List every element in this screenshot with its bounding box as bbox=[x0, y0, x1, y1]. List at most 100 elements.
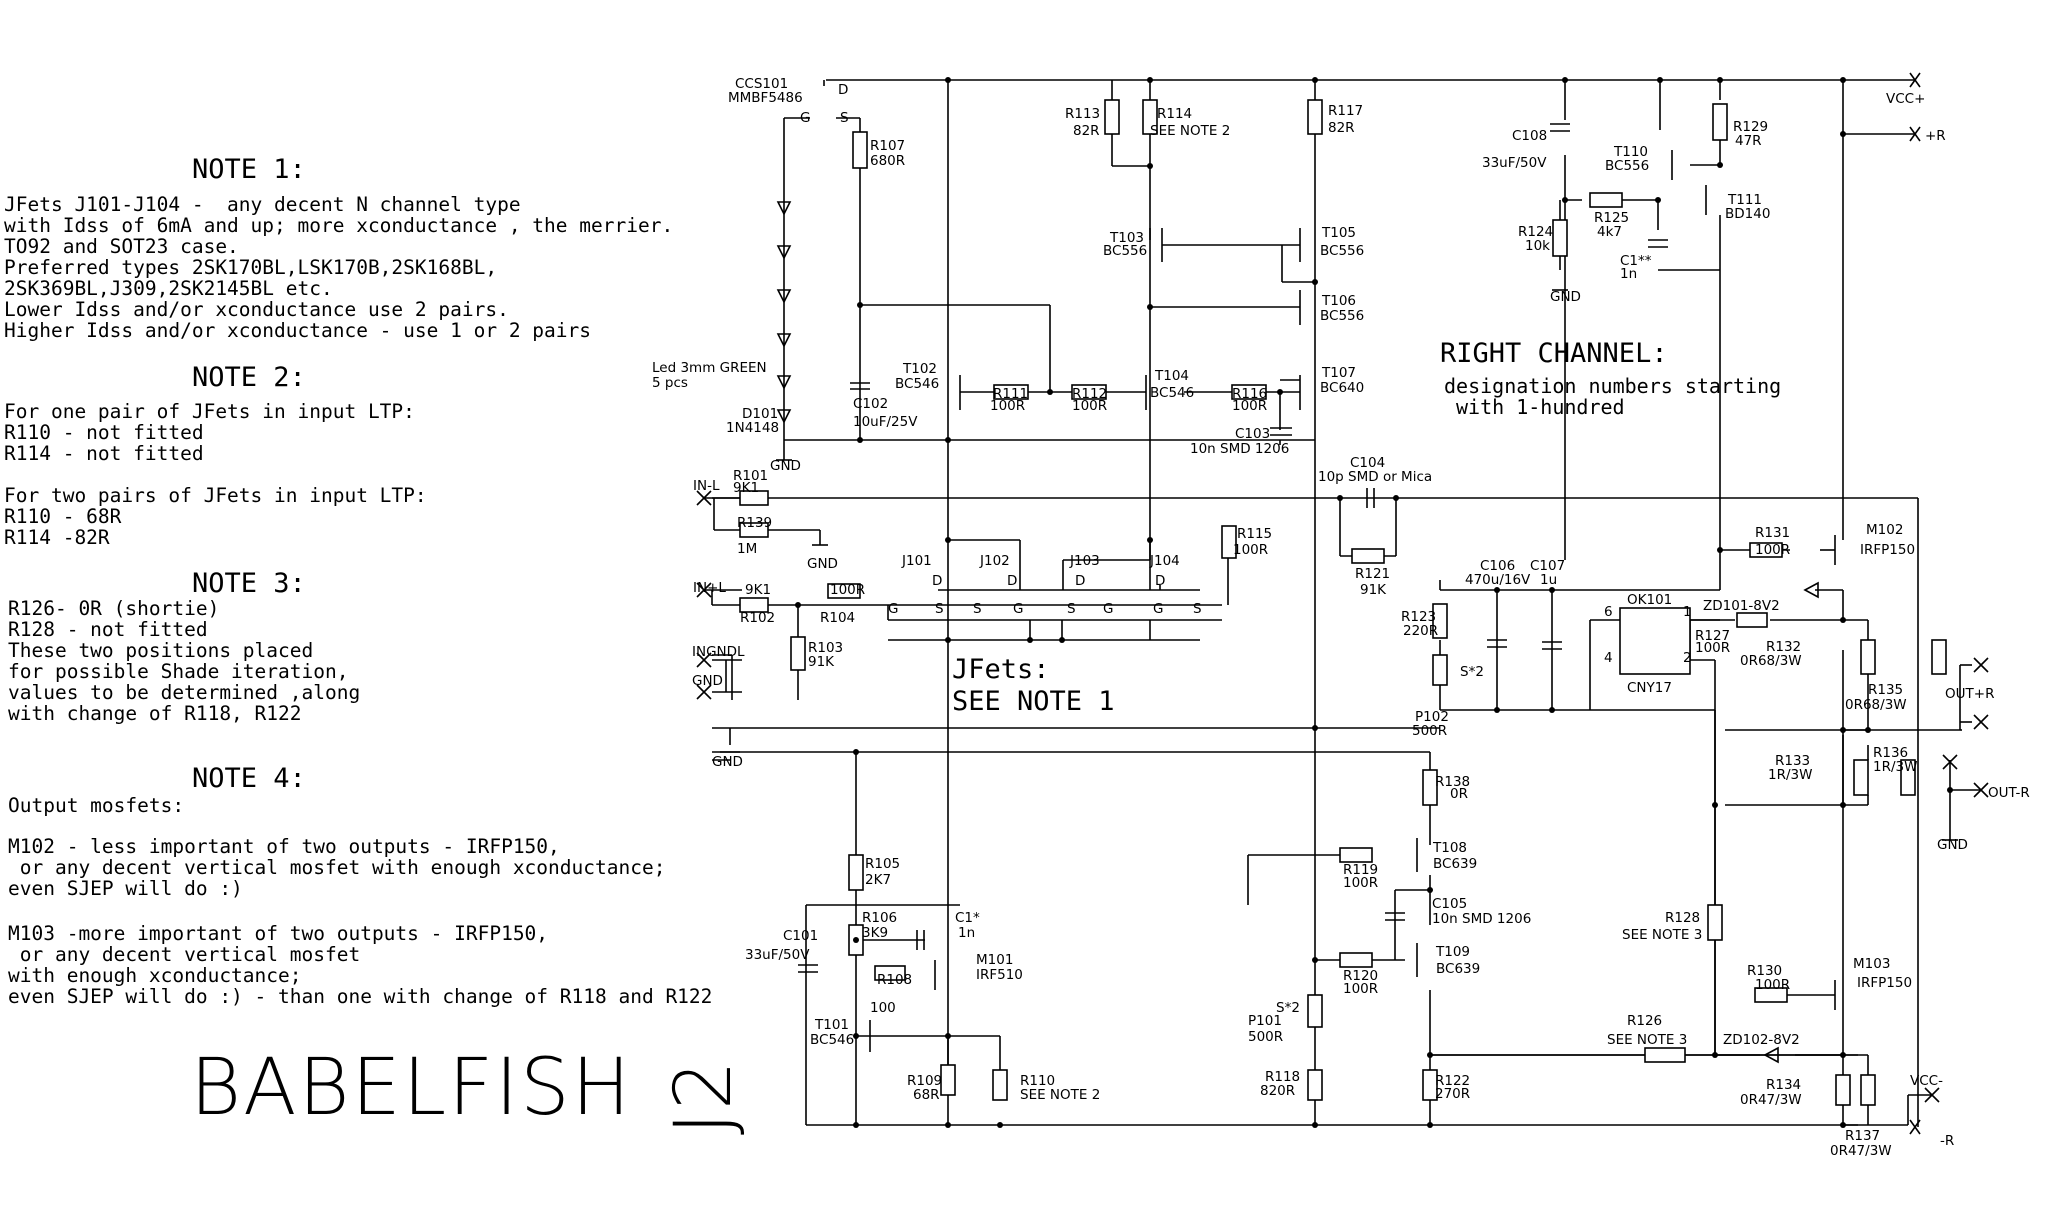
led-count: 5 pcs bbox=[652, 375, 688, 391]
p102-value: 500R bbox=[1412, 723, 1447, 739]
t111-label: T111 bbox=[1727, 192, 1762, 208]
c105-value: 10n SMD 1206 bbox=[1432, 911, 1531, 927]
gnd-label: GND bbox=[1550, 289, 1581, 305]
j102-label: J102 bbox=[979, 553, 1010, 569]
r102-label: R102 bbox=[740, 610, 775, 626]
r111-label: R111 bbox=[993, 386, 1028, 402]
r117-label: R117 bbox=[1328, 103, 1363, 119]
resistor-r137 bbox=[1860, 1074, 1876, 1106]
pot-p102 bbox=[1432, 654, 1448, 686]
c1-double-label: C1** bbox=[1620, 253, 1652, 269]
note-2-title: NOTE 2: bbox=[192, 362, 306, 393]
resistor-r105 bbox=[848, 854, 864, 891]
note-4-title: NOTE 4: bbox=[192, 763, 306, 794]
resistor-r119 bbox=[1339, 847, 1373, 863]
resistor-r124 bbox=[1552, 219, 1568, 257]
r120-value: 100R bbox=[1343, 981, 1378, 997]
pin-label: 1 bbox=[1683, 604, 1692, 620]
logo-text: BABELFISH bbox=[190, 1043, 632, 1133]
note-1-line: JFets J101-J104 - any decent N channel t… bbox=[4, 193, 521, 216]
m103-label: M103 bbox=[1853, 956, 1890, 972]
c106-label: C106 bbox=[1480, 558, 1515, 574]
r118-label: R118 bbox=[1265, 1069, 1300, 1085]
r109-value: 68R bbox=[913, 1087, 940, 1103]
pin-label: 2 bbox=[1683, 650, 1692, 666]
r108-value: 100 bbox=[870, 1000, 896, 1016]
r102-value: 9K1 bbox=[745, 582, 771, 598]
vcc-minus-label: VCC- bbox=[1910, 1073, 1943, 1089]
t111-value: BD140 bbox=[1725, 206, 1770, 222]
pin-label: G bbox=[1103, 601, 1113, 617]
r124-label: R124 bbox=[1518, 224, 1553, 240]
r133-label: R133 bbox=[1775, 753, 1810, 769]
pin-label: G bbox=[1153, 601, 1163, 617]
r139-label: R139 bbox=[737, 515, 772, 531]
r118-value: 820R bbox=[1260, 1083, 1295, 1099]
resistor-r133 bbox=[1853, 759, 1869, 796]
note-1-line: Lower Idss and/or xconductance use 2 pai… bbox=[4, 298, 509, 321]
t105-label: T105 bbox=[1321, 225, 1356, 241]
c1-single-label: C1* bbox=[955, 910, 980, 926]
pin-label: S bbox=[1067, 601, 1076, 617]
r122-label: R122 bbox=[1435, 1073, 1470, 1089]
t109-label: T109 bbox=[1435, 944, 1470, 960]
note-4-line: with enough xconductance; bbox=[8, 964, 302, 987]
pin-label: D bbox=[838, 82, 848, 98]
gnd-label: GND bbox=[692, 673, 723, 689]
c103-value: 10n SMD 1206 bbox=[1190, 441, 1289, 457]
terminal-markers bbox=[696, 72, 1989, 1135]
resistor-r139 bbox=[739, 522, 769, 538]
zener-diode-zd102 bbox=[1763, 1046, 1779, 1064]
t104-value: BC546 bbox=[1150, 385, 1194, 401]
gnd-symbols bbox=[720, 289, 1958, 841]
resistor-r128 bbox=[1707, 904, 1723, 941]
c102-label: C102 bbox=[853, 396, 888, 412]
c1-double-value: 1n bbox=[1620, 266, 1637, 282]
r124-value: 10k bbox=[1525, 238, 1550, 254]
j103-label: J103 bbox=[1069, 553, 1100, 569]
r101-label: R101 bbox=[733, 468, 768, 484]
r134-value: 0R47/3W bbox=[1740, 1092, 1802, 1108]
gnd-label: GND bbox=[770, 458, 801, 474]
t106-label: T106 bbox=[1321, 293, 1356, 309]
r110-label: R110 bbox=[1020, 1073, 1055, 1089]
pin-label: S*2 bbox=[1460, 664, 1484, 680]
component-labels: CCS101 MMBF5486 D G S R107 680R Led 3mm … bbox=[652, 76, 2030, 1159]
note-2-line: R114 - not fitted bbox=[4, 442, 204, 465]
resistor-r125 bbox=[1589, 192, 1623, 208]
r110-value: SEE NOTE 2 bbox=[1020, 1087, 1100, 1103]
capacitor-c103 bbox=[1270, 427, 1292, 436]
r112-label: R112 bbox=[1072, 386, 1107, 402]
pin-label: G bbox=[888, 601, 898, 617]
c1-single-value: 1n bbox=[958, 925, 975, 941]
r105-value: 2K7 bbox=[865, 872, 891, 888]
r106-value: 3K9 bbox=[862, 925, 888, 941]
r129-value: 47R bbox=[1735, 133, 1762, 149]
capacitor-c102 bbox=[850, 382, 870, 390]
resistor-r112 bbox=[1071, 384, 1107, 400]
r115-value: 100R bbox=[1233, 542, 1268, 558]
capacitor-c1-single bbox=[916, 930, 925, 950]
resistor-r123 bbox=[1432, 603, 1448, 639]
r106-label: R106 bbox=[862, 910, 897, 926]
note-4-line: M102 - less important of two outputs - I… bbox=[8, 835, 560, 858]
note-4-line: or any decent vertical mosfet bbox=[8, 943, 360, 966]
cny17-label: CNY17 bbox=[1627, 680, 1672, 696]
t102-value: BC546 bbox=[895, 376, 939, 392]
zener-diode-zd101 bbox=[1803, 581, 1819, 599]
pin-label: D bbox=[1007, 573, 1017, 589]
t107-value: BC640 bbox=[1320, 380, 1364, 396]
capacitor-c108 bbox=[1550, 123, 1570, 132]
resistor-r135 bbox=[1931, 639, 1947, 675]
components bbox=[696, 72, 1989, 1135]
resistor-r110 bbox=[992, 1069, 1008, 1101]
r134-label: R134 bbox=[1766, 1077, 1801, 1093]
note-1-line: 2SK369BL,J309,2SK2145BL etc. bbox=[4, 277, 333, 300]
p102-label: P102 bbox=[1415, 709, 1449, 725]
resistor-r130 bbox=[1754, 987, 1788, 1003]
c102-value: 10uF/25V bbox=[853, 414, 918, 430]
resistor-r134 bbox=[1835, 1074, 1851, 1106]
t110-label: T110 bbox=[1613, 144, 1648, 160]
designation-note: designation numbers starting bbox=[1444, 374, 1781, 398]
